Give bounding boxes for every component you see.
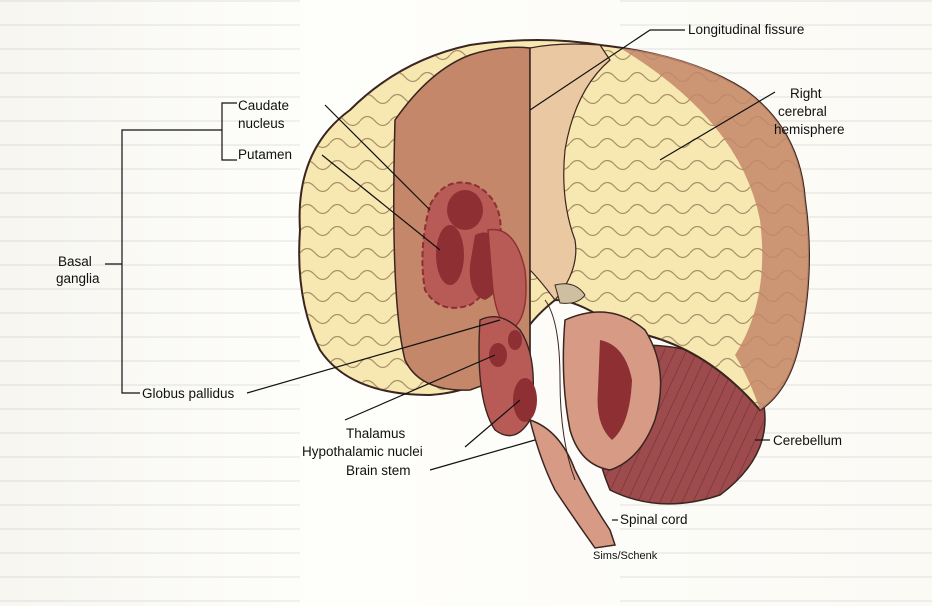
label-basal-ganglia-line1: Basal xyxy=(58,254,92,270)
label-thalamus: Thalamus xyxy=(346,426,405,442)
label-right-cerebral-hemisphere-line1: Right xyxy=(790,86,822,102)
label-spinal-cord: Spinal cord xyxy=(620,512,688,528)
label-caudate-nucleus-line2: nucleus xyxy=(238,116,285,132)
label-basal-ganglia-line2: ganglia xyxy=(56,271,100,287)
label-hypothalamic-nuclei: Hypothalamic nuclei xyxy=(302,444,423,460)
label-globus-pallidus: Globus pallidus xyxy=(142,386,234,402)
label-right-cerebral-hemisphere-line3: hemisphere xyxy=(774,122,845,138)
label-longitudinal-fissure: Longitudinal fissure xyxy=(688,22,804,38)
label-putamen: Putamen xyxy=(238,147,292,163)
label-brain-stem: Brain stem xyxy=(346,463,411,479)
label-cerebellum: Cerebellum xyxy=(773,433,842,449)
label-right-cerebral-hemisphere-line2: cerebral xyxy=(778,104,827,120)
credit-text: Sims/Schenk xyxy=(593,548,657,564)
label-caudate-nucleus-line1: Caudate xyxy=(238,98,289,114)
brain-stem-shape xyxy=(530,300,661,548)
